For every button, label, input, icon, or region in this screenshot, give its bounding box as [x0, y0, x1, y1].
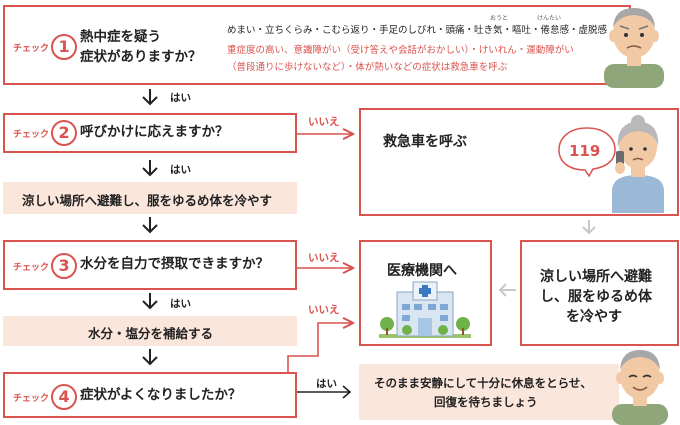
check1-severe-line1: 重症度の高い、意識障がい（受け答えや会話がおかしい）・けいれん・運動障がい [227, 45, 574, 56]
check2-question: 呼びかけに応えますか？ [80, 124, 229, 140]
elderly-man-icon [604, 8, 664, 88]
no-label-3: いいえ [308, 252, 340, 264]
speech-bubble-icon [558, 127, 616, 178]
down-arrow-4 [142, 293, 158, 310]
hospital-icon [379, 281, 471, 338]
down-arrow-3 [142, 217, 158, 234]
rest-line1: そのまま安静にして十分に休息をとらせ、 [374, 376, 592, 390]
check-label: チェック [13, 129, 50, 140]
gray-arrow-down [582, 220, 596, 235]
yes-label-4: はい [316, 378, 337, 390]
check1-question-line1: 熱中症を疑う [80, 29, 161, 45]
check1-badge: チェック 1 [13, 34, 78, 60]
cool-box-line2: し、服をゆるめ体 [540, 289, 652, 305]
hydrate-step-band [3, 316, 297, 346]
gray-arrow-left [498, 283, 516, 297]
down-arrow-1 [142, 89, 158, 106]
check4-badge: チェック 4 [13, 384, 78, 410]
ambulance-title: 救急車を呼ぶ [383, 134, 467, 150]
check-label: チェック [13, 43, 50, 54]
check4-question: 症状がよくなりましたか？ [80, 387, 242, 403]
check2-number: 2 [51, 120, 78, 146]
check4-number: 4 [51, 384, 78, 410]
cool-step-text: 涼しい場所へ避難し、服をゆるめ体を冷やす [22, 193, 273, 208]
no-label-4: いいえ [308, 304, 340, 316]
no-arrow-4 [287, 323, 352, 372]
check2-badge: チェック 2 [13, 120, 78, 146]
ambulance-number: 119 [569, 142, 601, 160]
hospital-title: 医療機関へ [387, 263, 457, 279]
check3-question: 水分を自力で摂取できますか？ [80, 256, 269, 272]
yes-label-3: はい [170, 298, 191, 310]
check-label: チェック [13, 393, 50, 404]
check1-ruby-vomit: おうと [490, 15, 509, 22]
check1-box [3, 5, 631, 85]
yes-label-2: はい [170, 164, 191, 176]
check3-number: 3 [51, 253, 78, 279]
hydrate-step-text: 水分・塩分を補給する [88, 326, 214, 341]
cool-box-line3: を冷やす [566, 309, 622, 325]
elderly-man-smiling-icon [612, 350, 668, 425]
down-arrow-2 [142, 160, 158, 177]
check1-number: 1 [51, 34, 78, 60]
check3-badge: チェック 3 [13, 253, 78, 279]
cool-box-line1: 涼しい場所へ避難 [540, 269, 652, 285]
elderly-woman-phone-icon [612, 115, 664, 213]
check1-symptoms: めまい・立ちくらみ・こむら返り・手足のしびれ・頭痛・吐き気・嘔吐・倦怠感・虚脱感 [227, 25, 608, 36]
down-arrow-5 [142, 349, 158, 366]
check1-ruby-fatigue: けんたい [537, 15, 562, 22]
yes-arrow-4 [297, 385, 352, 399]
yes-label-1: はい [170, 92, 191, 104]
check1-question-line2: 症状がありますか？ [80, 48, 202, 65]
cool-step-band [3, 182, 297, 214]
rest-line2: 回復を待ちましょう [434, 395, 538, 409]
rest-band [359, 364, 619, 420]
check-label: チェック [13, 262, 50, 273]
check1-question: 熱中症を疑う 症状がありますか？ [80, 28, 202, 67]
check1-severe-line2: （普段通りに歩けないなど）・体が熱いなどの症状は救急車を呼ぶ [227, 62, 508, 73]
check4-box [3, 372, 297, 418]
cool-box [520, 240, 679, 346]
no-label-2: いいえ [308, 116, 340, 128]
